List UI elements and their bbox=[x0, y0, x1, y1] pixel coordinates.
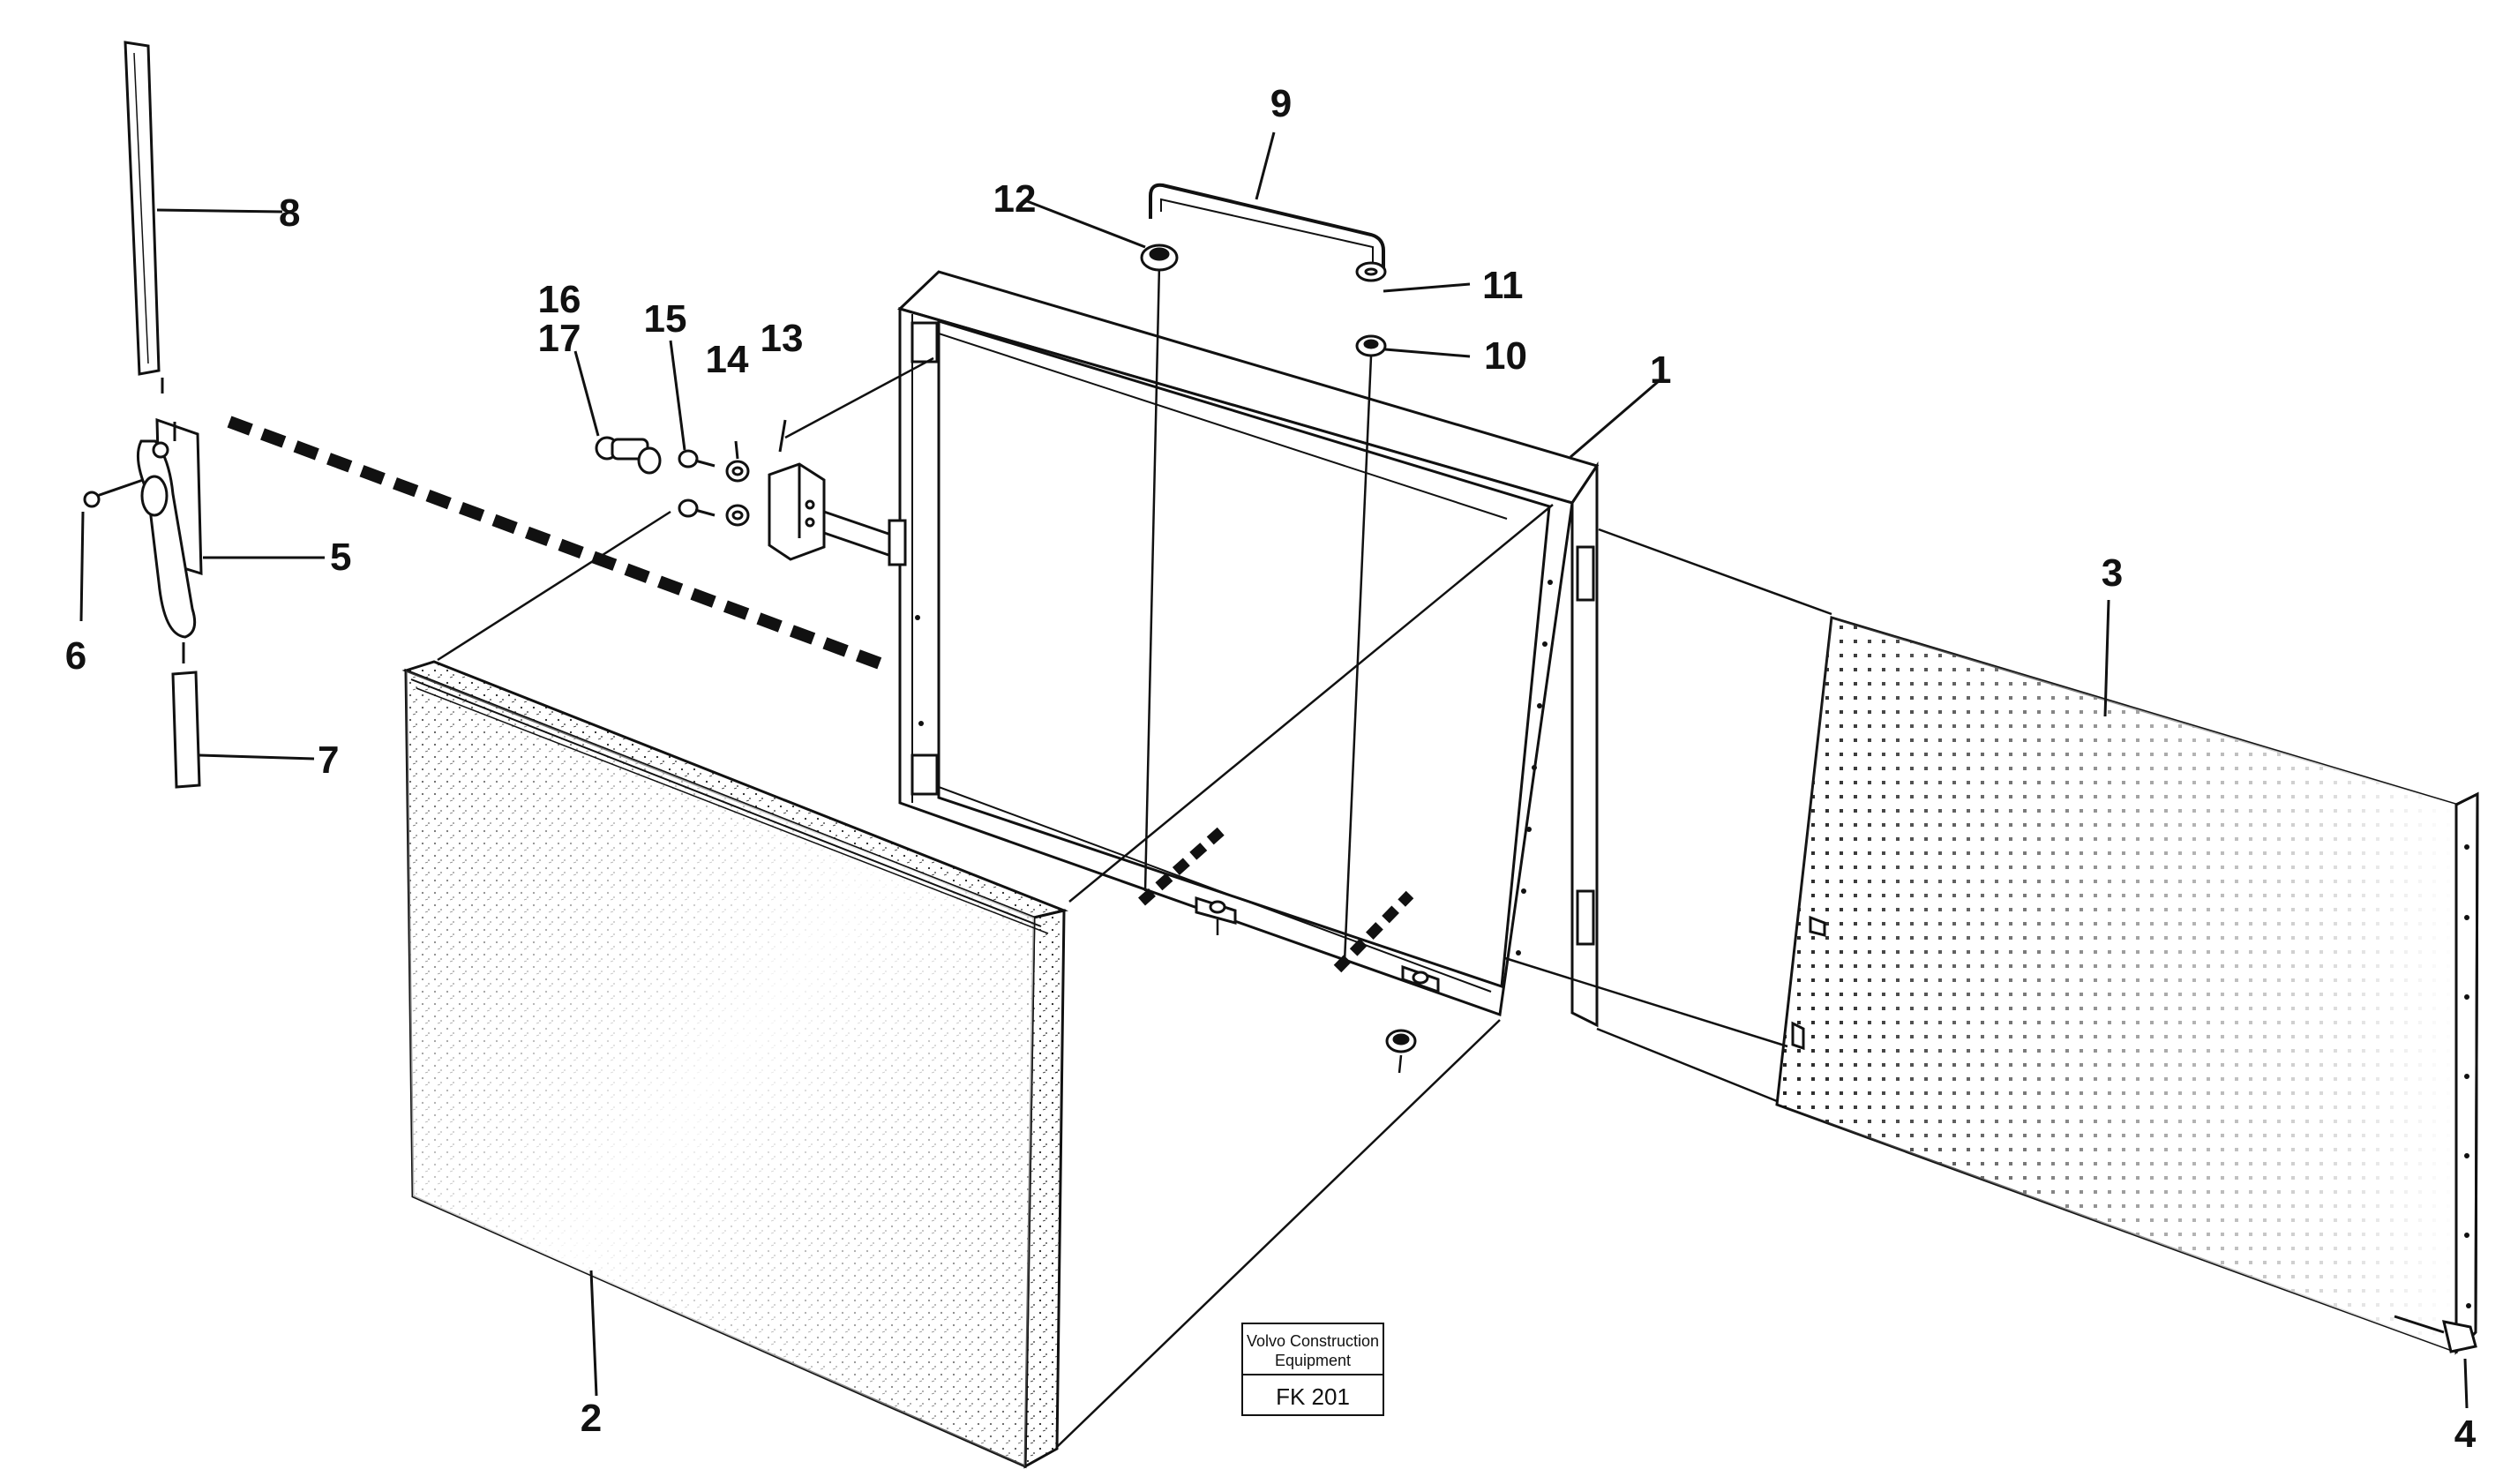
assembly-guide-lines bbox=[437, 356, 1832, 1448]
part-7-lower-rod bbox=[171, 642, 201, 789]
stamp-figure-code: FK 201 bbox=[1276, 1383, 1350, 1410]
stamp-company-line1: Volvo Construction bbox=[1247, 1332, 1379, 1350]
part-6-screw bbox=[83, 478, 144, 508]
callout-3: 3 bbox=[2102, 551, 2123, 595]
part-17-bolt bbox=[595, 436, 662, 475]
callout-11: 11 bbox=[1482, 264, 1524, 307]
callout-17: 17 bbox=[538, 317, 581, 360]
part-2-filter-element bbox=[401, 660, 1069, 1469]
frame-fitting-dashes bbox=[1138, 827, 1414, 973]
callout-9: 9 bbox=[1270, 82, 1292, 125]
callout-5: 5 bbox=[330, 536, 351, 579]
callout-14: 14 bbox=[706, 338, 749, 381]
callout-2: 2 bbox=[581, 1397, 602, 1440]
callout-1: 1 bbox=[1650, 349, 1671, 392]
handle-screw-axes bbox=[1143, 264, 1403, 1074]
part-3-perforated-cover bbox=[1775, 616, 2479, 1355]
part-11-washer bbox=[1355, 261, 1387, 282]
part-1-frame bbox=[888, 270, 1600, 1028]
callout-7: 7 bbox=[318, 738, 339, 782]
part-12-nut bbox=[1140, 244, 1179, 272]
callout-13: 13 bbox=[761, 317, 804, 360]
part-13-block bbox=[768, 462, 892, 561]
callout-4: 4 bbox=[2454, 1413, 2477, 1456]
lower-washer bbox=[1385, 1029, 1417, 1053]
latch-rod-dashed-path bbox=[227, 416, 892, 673]
callout-10: 10 bbox=[1484, 334, 1527, 378]
callout-labels: 1 2 3 4 5 6 7 8 9 10 11 12 13 14 15 16 1… bbox=[65, 82, 2477, 1456]
callout-12: 12 bbox=[993, 177, 1037, 221]
part-15-screw bbox=[678, 449, 716, 518]
callout-6: 6 bbox=[65, 634, 86, 678]
stamp-company-line2: Equipment bbox=[1275, 1352, 1351, 1369]
callout-leaders bbox=[79, 131, 2469, 1409]
part-10-washer bbox=[1355, 334, 1387, 357]
part-4-bolt bbox=[2394, 1315, 2477, 1353]
part-8-upper-rod bbox=[124, 41, 164, 393]
callout-16: 16 bbox=[538, 278, 581, 321]
part-9-handle bbox=[1149, 183, 1385, 270]
part-5-latch-assembly bbox=[136, 417, 203, 639]
figure-reference-stamp: Volvo Construction Equipment FK 201 bbox=[1241, 1323, 1384, 1416]
part-14-washer bbox=[725, 460, 750, 527]
callout-15: 15 bbox=[644, 297, 687, 341]
callout-8: 8 bbox=[279, 191, 300, 235]
